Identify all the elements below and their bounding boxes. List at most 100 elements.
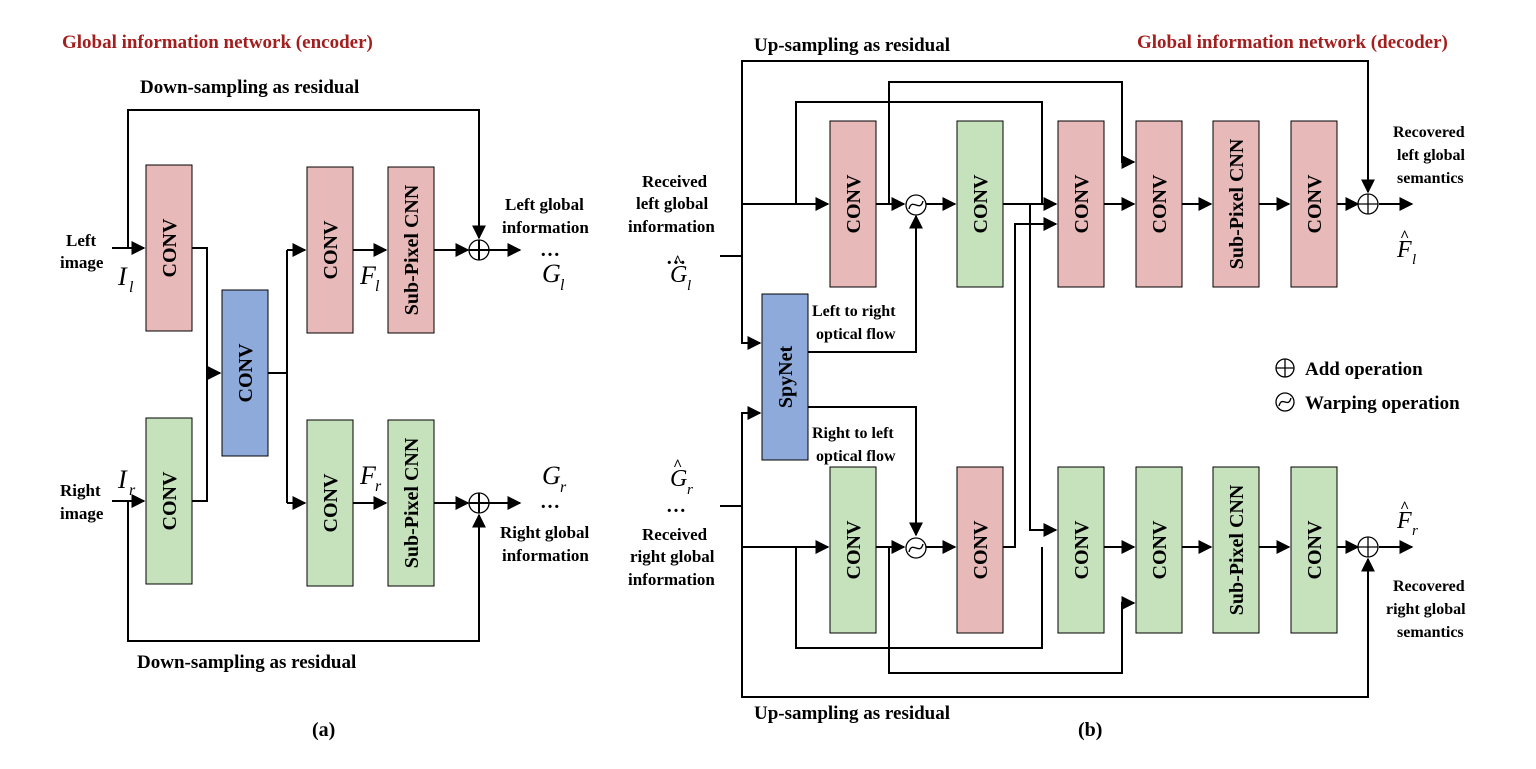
recv-left-dots: …	[666, 247, 686, 269]
panel-b-decoder: Global information network (decoder) Up-…	[628, 32, 1466, 741]
svg-text:l: l	[129, 279, 134, 296]
symbol-il: I l	[117, 262, 134, 296]
svg-text:l: l	[375, 278, 380, 295]
flow-lr-label-2: optical flow	[816, 326, 896, 343]
svg-text:l: l	[560, 277, 565, 294]
left-image-label-1: Left	[66, 231, 97, 250]
enc-right-subpixel-label: Sub-Pixel CNN	[401, 437, 423, 568]
svg-text:F: F	[1396, 237, 1412, 263]
dec-left-conv3-label: CONV	[1071, 174, 1093, 233]
right-image-label-2: image	[60, 504, 104, 523]
left-dots: …	[540, 239, 560, 261]
dec-right-conv3-label: CONV	[1071, 520, 1093, 579]
recovered-right-label-3: semantics	[1397, 624, 1464, 641]
left-global-info-label-2: information	[502, 218, 589, 237]
flow-lr-label-1: Left to right	[812, 303, 896, 320]
svg-text:I: I	[117, 465, 128, 494]
legend-warp-label: Warping operation	[1305, 393, 1460, 414]
right-dots: …	[540, 491, 560, 513]
panel-a-encoder: Global information network (encoder) Dow…	[60, 32, 590, 741]
dec-right-warp-op	[905, 537, 927, 559]
enc-shared-conv-label: CONV	[235, 343, 257, 402]
panel-b-bottom-residual-label: Up-sampling as residual	[754, 703, 950, 724]
spynet-label: SpyNet	[775, 346, 797, 409]
right-global-info-label-1: Right global	[500, 523, 590, 542]
panel-b-title: Global information network (decoder)	[1137, 32, 1448, 53]
enc-right-conv2-label: CONV	[320, 473, 342, 532]
dec-left-add-op	[1357, 193, 1379, 215]
panel-b-top-residual-label: Up-sampling as residual	[754, 35, 950, 56]
enc-left-conv-label: CONV	[159, 218, 181, 277]
recv-left-label-1: Received	[642, 172, 708, 191]
svg-text:r: r	[129, 482, 136, 499]
panel-a-title: Global information network (encoder)	[62, 32, 373, 53]
dec-right-conv1	[829, 466, 877, 634]
svg-text:^: ^	[673, 253, 682, 270]
enc-left-add-op	[468, 239, 490, 261]
left-global-info-label-1: Left global	[505, 195, 584, 214]
recv-right-label-3: information	[628, 570, 715, 589]
spynet-block	[761, 293, 809, 461]
dec-left-conv1-label: CONV	[843, 174, 865, 233]
dec-right-conv2	[956, 466, 1004, 634]
recv-left-label-2: left global	[636, 194, 709, 213]
enc-left-conv2-label: CONV	[320, 220, 342, 279]
svg-text:l: l	[1412, 252, 1416, 268]
flow-rl-label-1: Right to left	[812, 425, 894, 442]
svg-text:F: F	[1396, 508, 1412, 534]
recovered-right-label-1: Recovered	[1393, 578, 1465, 595]
add-op-legend-icon	[1275, 358, 1295, 378]
dec-right-subpixel	[1212, 466, 1260, 634]
dec-left-subpixel	[1212, 120, 1260, 288]
symbol-ir: I r	[117, 465, 136, 499]
right-image-label-1: Right	[60, 481, 101, 500]
panel-b-caption: (b)	[1078, 719, 1102, 741]
svg-text:G: G	[542, 259, 561, 288]
dec-right-conv2-label: CONV	[970, 520, 992, 579]
dec-right-conv4	[1135, 466, 1183, 634]
svg-text:r: r	[687, 482, 693, 498]
enc-right-conv-label: CONV	[159, 471, 181, 530]
symbol-gl-hat: G l ^	[670, 253, 691, 294]
symbol-fr: F r	[359, 461, 382, 495]
recovered-right-label-2: right global	[1386, 601, 1466, 618]
recv-right-dots: …	[666, 495, 686, 517]
recv-right-label-2: right global	[630, 547, 715, 566]
symbol-gl-enc: G l	[542, 259, 565, 294]
dec-right-subpixel-label: Sub-Pixel CNN	[1226, 484, 1248, 615]
legend-add-label: Add operation	[1305, 359, 1423, 380]
symbol-fl-hat: F l ^	[1396, 228, 1416, 268]
symbol-gr-hat: G r ^	[670, 457, 693, 498]
dec-right-conv4-label: CONV	[1149, 520, 1171, 579]
panel-a-top-residual-label: Down-sampling as residual	[140, 77, 359, 98]
svg-text:l: l	[687, 278, 691, 294]
panel-b-connections	[720, 60, 1414, 698]
panel-a-bottom-residual-label: Down-sampling as residual	[137, 652, 356, 673]
svg-text:^: ^	[673, 457, 682, 474]
svg-text:F: F	[359, 261, 377, 290]
enc-shared-conv	[221, 289, 269, 457]
recv-left-label-3: information	[628, 217, 715, 236]
enc-left-conv2	[306, 166, 354, 334]
right-global-info-label-2: information	[502, 546, 589, 565]
svg-text:^: ^	[1400, 499, 1409, 516]
svg-text:F: F	[359, 461, 377, 490]
recovered-left-label-3: semantics	[1397, 170, 1464, 187]
enc-right-subpixel	[387, 419, 435, 587]
enc-right-conv2	[306, 419, 354, 587]
dec-left-conv1	[829, 120, 877, 288]
svg-text:r: r	[1412, 523, 1418, 539]
flow-rl-label-2: optical flow	[816, 448, 896, 465]
dec-right-conv1-label: CONV	[843, 520, 865, 579]
panel-a-caption: (a)	[312, 719, 335, 741]
legend: Add operation Warping operation	[1275, 358, 1460, 414]
dec-left-conv2-label: CONV	[970, 174, 992, 233]
svg-text:I: I	[117, 262, 128, 291]
svg-text:G: G	[670, 262, 687, 288]
recovered-left-label-1: Recovered	[1393, 124, 1465, 141]
enc-left-conv	[145, 164, 193, 332]
recv-right-label-1: Received	[642, 525, 708, 544]
dec-left-conv2	[956, 120, 1004, 288]
dec-left-conv4-label: CONV	[1149, 174, 1171, 233]
